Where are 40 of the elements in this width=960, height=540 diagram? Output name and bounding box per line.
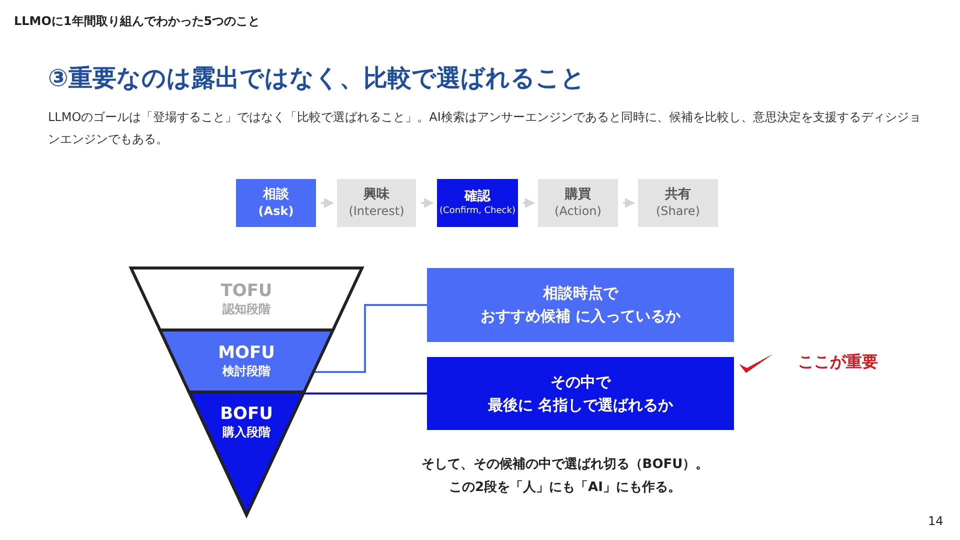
funnel-stage-title: TOFU: [220, 280, 272, 302]
slide-title: ③重要なのは露出ではなく、比較で選ばれること: [48, 63, 586, 94]
step-title: 相談: [263, 187, 289, 204]
body-text: LLMOのゴールは「登場すること」ではなく「比較で選ばれること」。AI検索はアンサーエンジンであると同時に、候補を比較し、意思決定を支援するディシジョンエンジンでもある。: [48, 109, 922, 148]
arrow: [523, 198, 535, 208]
header-text: LLMOに1年間取り組んでわかった5つのこと: [14, 13, 260, 30]
funnel-stage-title: MOFU: [218, 342, 275, 364]
message-text: 相談時点で: [543, 284, 618, 303]
arrow: [623, 198, 635, 208]
funnel-stage-title: BOFU: [220, 404, 273, 426]
message-box: [427, 268, 734, 342]
funnel-stage-subtitle: 購入段階: [222, 425, 270, 440]
step-title: 興味: [364, 187, 390, 204]
step-subtitle: (Ask): [258, 204, 294, 219]
step-title: 購買: [565, 187, 591, 204]
step-subtitle: (Action): [554, 204, 602, 219]
message-box: [427, 357, 734, 430]
step-box: [638, 179, 718, 227]
funnel-stage-subtitle: 認知段階: [222, 302, 270, 318]
note-text: この2段を「人」にも「AI」にも作る。: [448, 479, 682, 497]
page-number: 14: [928, 513, 944, 530]
funnel-stage-subtitle: 検討段階: [222, 364, 270, 380]
step-box: [538, 179, 618, 227]
connector-line: [303, 392, 427, 394]
message-text: おすすめ候補 に入っているか: [480, 307, 681, 326]
step-subtitle: (Confirm, Check): [440, 206, 516, 217]
arrow: [421, 198, 434, 208]
connector-line: [313, 304, 427, 373]
step-box: [437, 179, 518, 227]
note-text: そして、その候補の中で選ばれ切る（BOFU）。: [420, 456, 710, 474]
step-box: [236, 179, 316, 227]
step-box: [337, 179, 416, 227]
message-text: その中で: [550, 372, 610, 392]
step-title: 共有: [665, 187, 691, 204]
step-subtitle: (Share): [656, 204, 700, 219]
arrow: [321, 198, 334, 208]
emphasis-text: ここが重要: [798, 351, 878, 373]
step-subtitle: (Interest): [348, 204, 404, 219]
step-title: 確認: [464, 189, 490, 206]
message-text: 最後に 名指しで選ばれるか: [488, 396, 674, 414]
